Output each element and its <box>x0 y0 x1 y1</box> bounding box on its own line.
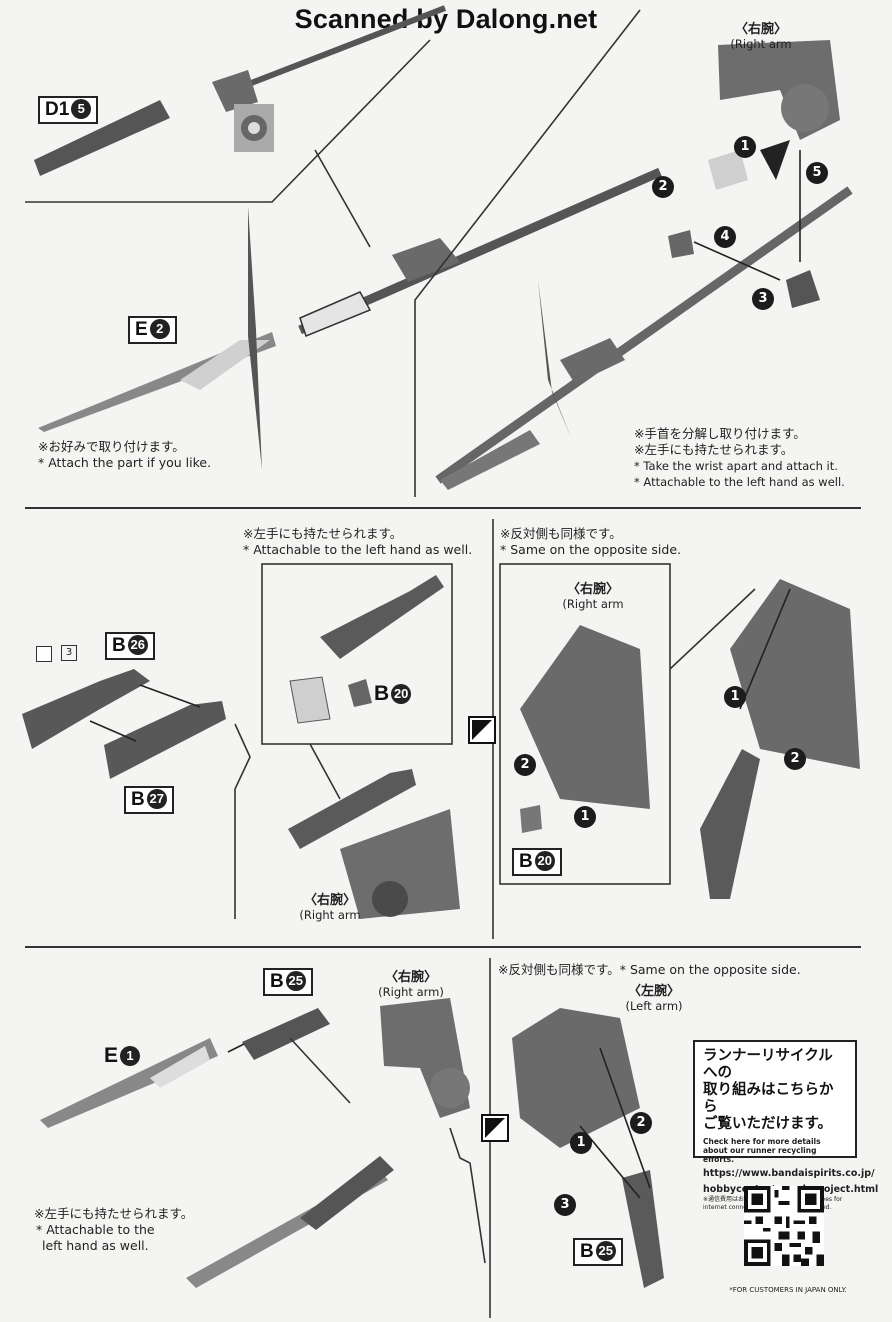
recycle-heading-1: ランナーリサイクルへの <box>703 1048 833 1081</box>
section3-illustration <box>40 958 664 1318</box>
step-3-icon-bottom: 3 <box>554 1194 576 1216</box>
note-opposite-side: ※反対側も同様です。 * Same on the opposite side. <box>500 526 681 557</box>
step-1-icon: 1 <box>734 136 756 158</box>
step-5-icon: 5 <box>806 162 828 184</box>
section2-illustration <box>22 519 860 939</box>
decal-swatch <box>36 646 52 662</box>
step-2-icon-bottom: 2 <box>630 1112 652 1134</box>
step-3-icon: 3 <box>752 288 774 310</box>
qr-code-icon[interactable] <box>744 1186 824 1266</box>
watermark-text: Scanned by Dalong.net <box>294 4 598 34</box>
step-2-icon-inset: 2 <box>514 754 536 776</box>
arm-label-right-mid: 〈右腕〉(Right arm <box>299 893 361 923</box>
arm-label-right-top: 〈右腕〉(Right arm <box>730 22 792 52</box>
step-1-icon-right: 1 <box>724 686 746 708</box>
recycle-info-box: ランナーリサイクルへの 取り組みはこちらから ご覧いただけます。 Check h… <box>693 1040 878 1211</box>
step-1-icon-bottom: 1 <box>570 1132 592 1154</box>
step-2-icon-right: 2 <box>784 748 806 770</box>
arm-label-left: 〈左腕〉(Left arm) <box>625 984 683 1014</box>
recycle-heading-2: 取り組みはこちらから <box>703 1082 834 1115</box>
divider-1 <box>25 507 861 509</box>
note-left-hand-bottom: ※左手にも持たせられます。 * Attachable to the left h… <box>34 1206 194 1253</box>
note-opposite-side-bottom: ※反対側も同様です。* Same on the opposite side. <box>498 962 801 977</box>
flip-view-icon <box>468 716 496 744</box>
flip-view-icon-bottom <box>481 1114 509 1142</box>
rod-tip <box>212 70 258 112</box>
note-wrist: ※手首を分解し取り付けます。 ※左手にも持たせられます。 * Take the … <box>634 426 845 489</box>
recycle-description: Check here for more details about our ru… <box>703 1137 821 1164</box>
step-4-icon: 4 <box>714 226 736 248</box>
qr-note: *FOR CUSTOMERS IN JAPAN ONLY. <box>729 1286 847 1294</box>
arm-label-right-inset: 〈右腕〉(Right arm <box>562 582 624 612</box>
note-left-hand: ※左手にも持たせられます。 * Attachable to the left h… <box>243 526 473 557</box>
step-2-icon: 2 <box>652 176 674 198</box>
rod-part <box>226 5 447 95</box>
recycle-url-1[interactable]: https://www.bandaispirits.co.jp/ <box>703 1168 875 1179</box>
divider-2 <box>25 946 861 948</box>
step-1-icon-inset: 1 <box>574 806 596 828</box>
d1-part-shape <box>34 100 170 176</box>
note-optional: ※お好みで取り付けます。 * Attach the part if you li… <box>38 439 212 470</box>
arm-label-right-bottom: 〈右腕〉(Right arm) <box>378 970 444 1000</box>
recycle-heading-3: ご覧いただけます。 <box>703 1116 833 1132</box>
section1-illustration <box>25 5 853 497</box>
decal-number: 3 <box>61 645 77 661</box>
